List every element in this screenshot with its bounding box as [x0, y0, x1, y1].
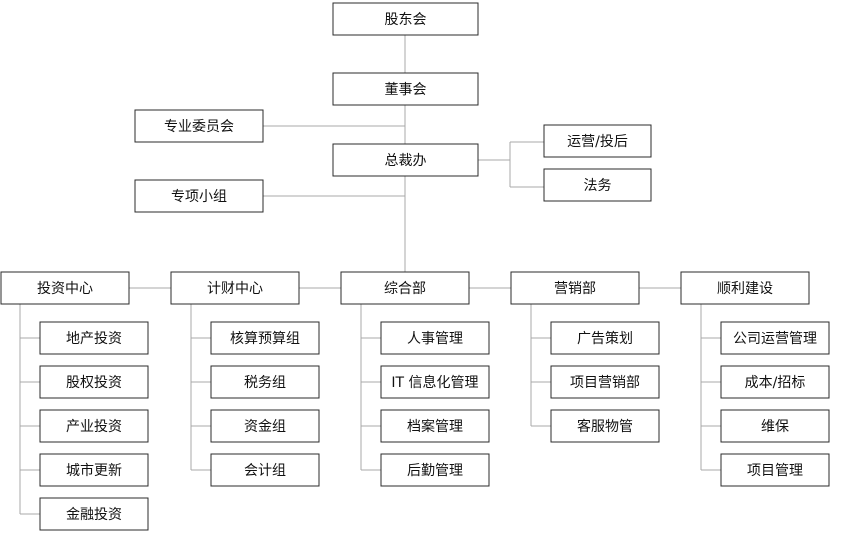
node-committee: 专业委员会	[134, 109, 264, 143]
connector-lines	[19, 35, 721, 515]
node-shareholders: 股东会	[332, 2, 479, 36]
dept-investment-center: 投资中心	[0, 271, 130, 305]
sub-node: 成本/招标	[720, 365, 830, 399]
node-label: 计财中心	[207, 281, 263, 297]
sub-node: 广告策划	[550, 321, 660, 355]
node-task-force: 专项小组	[134, 179, 264, 213]
node-label: 档案管理	[407, 418, 463, 435]
node-label: 成本/招标	[745, 375, 806, 391]
node-president-office: 总裁办	[332, 143, 479, 177]
node-label: 股权投资	[66, 375, 122, 391]
dept-general-affairs: 综合部	[340, 271, 470, 305]
node-label: 地产投资	[66, 331, 122, 347]
sub-node: 人事管理	[380, 321, 490, 355]
node-label: 专项小组	[171, 189, 227, 205]
node-label: 顺利建设	[717, 281, 773, 297]
node-label: 运营/投后	[567, 134, 628, 150]
node-label: 公司运营管理	[733, 331, 817, 347]
node-label: 金融投资	[66, 507, 122, 523]
node-label: 总裁办	[385, 153, 427, 169]
node-board: 董事会	[332, 72, 479, 106]
node-label: 营销部	[554, 281, 596, 297]
node-label: 城市更新	[66, 462, 122, 479]
node-label: 产业投资	[66, 419, 122, 435]
node-label: IT 信息化管理	[391, 374, 478, 391]
node-label: 会计组	[244, 463, 286, 479]
node-label: 董事会	[385, 82, 427, 98]
sub-node: 资金组	[210, 409, 320, 443]
node-label: 专业委员会	[164, 119, 234, 135]
node-ops: 运营/投后	[543, 124, 652, 158]
node-label: 人事管理	[407, 331, 463, 347]
node-label: 维保	[761, 419, 789, 435]
node-label: 投资中心	[37, 281, 93, 297]
node-label: 资金组	[244, 419, 286, 435]
sub-node: 城市更新	[39, 453, 149, 487]
node-label: 项目营销部	[570, 375, 640, 391]
node-label: 核算预算组	[230, 331, 300, 347]
sub-node: 地产投资	[39, 321, 149, 355]
node-label: 项目管理	[747, 463, 803, 479]
node-legal: 法务	[543, 168, 652, 202]
node-label: 后勤管理	[407, 463, 463, 479]
sub-node: 会计组	[210, 453, 320, 487]
sub-node: IT 信息化管理	[380, 365, 490, 399]
sub-node: 金融投资	[39, 497, 149, 531]
sub-node: 股权投资	[39, 365, 149, 399]
node-label: 广告策划	[577, 330, 633, 347]
dept-finance-center: 计财中心	[170, 271, 300, 305]
node-label: 综合部	[384, 281, 426, 297]
sub-node: 项目营销部	[550, 365, 660, 399]
sub-node: 客服物管	[550, 409, 660, 443]
node-label: 税务组	[244, 375, 286, 391]
sub-node: 税务组	[210, 365, 320, 399]
node-label: 客服物管	[577, 418, 633, 435]
sub-node: 维保	[720, 409, 830, 443]
node-label: 法务	[584, 178, 612, 194]
sub-node: 产业投资	[39, 409, 149, 443]
sub-node: 公司运营管理	[720, 321, 830, 355]
dept-shunli-construction: 顺利建设	[680, 271, 810, 305]
dept-marketing: 营销部	[510, 271, 640, 305]
sub-node: 档案管理	[380, 409, 490, 443]
sub-node: 项目管理	[720, 453, 830, 487]
sub-node: 后勤管理	[380, 453, 490, 487]
node-label: 股东会	[385, 12, 427, 28]
sub-node: 核算预算组	[210, 321, 320, 355]
